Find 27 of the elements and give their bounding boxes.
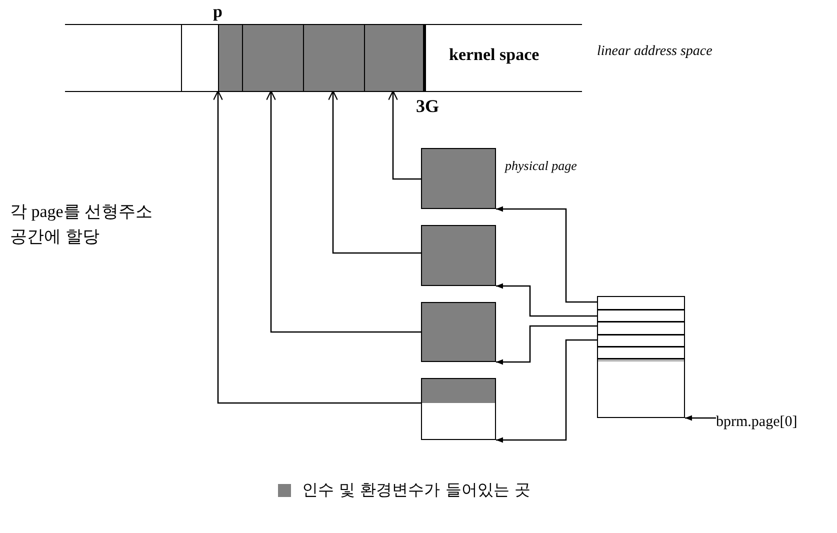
pointer-array-box: [597, 296, 685, 418]
page-slot: [218, 25, 242, 91]
physical-page-box: [421, 148, 496, 209]
arrow: [685, 415, 716, 421]
page-slot: [364, 25, 426, 91]
arrow: [266, 90, 421, 333]
caption-text: physical page: [505, 158, 577, 174]
physical-page-box: [421, 225, 496, 286]
physical-page-box: [421, 378, 496, 440]
arrow: [496, 339, 597, 443]
arrow: [328, 90, 421, 254]
physical-page-box: [421, 302, 496, 362]
arrow: [496, 283, 597, 317]
label-text: 3G: [416, 96, 440, 117]
legend-text: 인수 및 환경변수가 들어있는 곳: [302, 480, 530, 501]
variable-label: bprm.page[0]: [716, 414, 837, 434]
label-text: 각 page를 선형주소 공간에 할당: [10, 201, 154, 248]
caption-text: linear address space: [597, 44, 712, 60]
region-label: kernel space: [449, 45, 540, 65]
arrow: [496, 325, 597, 365]
page-slot: [242, 25, 303, 91]
address-space-band: [65, 24, 582, 92]
arrow: [212, 90, 421, 404]
page-slot: [303, 25, 364, 91]
arrow: [496, 206, 597, 303]
label-text: p: [213, 2, 222, 22]
arrow: [388, 90, 421, 180]
